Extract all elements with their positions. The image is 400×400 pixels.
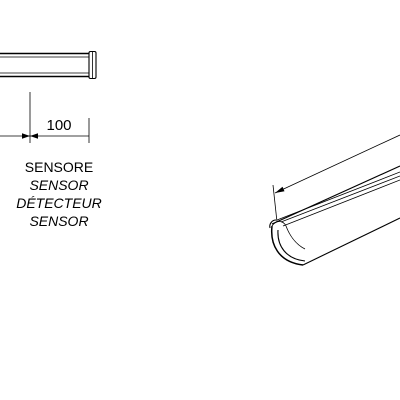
label-line-it: SENSORE <box>25 159 93 175</box>
dimension-100: 100 <box>0 92 90 143</box>
label-line-de: SENSOR <box>29 213 88 229</box>
sensor-bar-elevation <box>0 50 97 80</box>
dimension-value: 100 <box>46 117 71 134</box>
arrowhead-right <box>30 133 38 139</box>
perspective-arrowhead <box>275 186 285 193</box>
perspective-dimension-line <box>274 134 400 194</box>
perspective-extension-line <box>272 184 278 223</box>
sensor-label: SENSORE SENSOR DÉTECTEUR SENSOR <box>16 159 102 229</box>
label-line-en: SENSOR <box>29 177 88 193</box>
label-line-fr: DÉTECTEUR <box>16 195 102 211</box>
arrowhead-left <box>22 133 30 139</box>
sensor-perspective-view <box>269 134 400 266</box>
